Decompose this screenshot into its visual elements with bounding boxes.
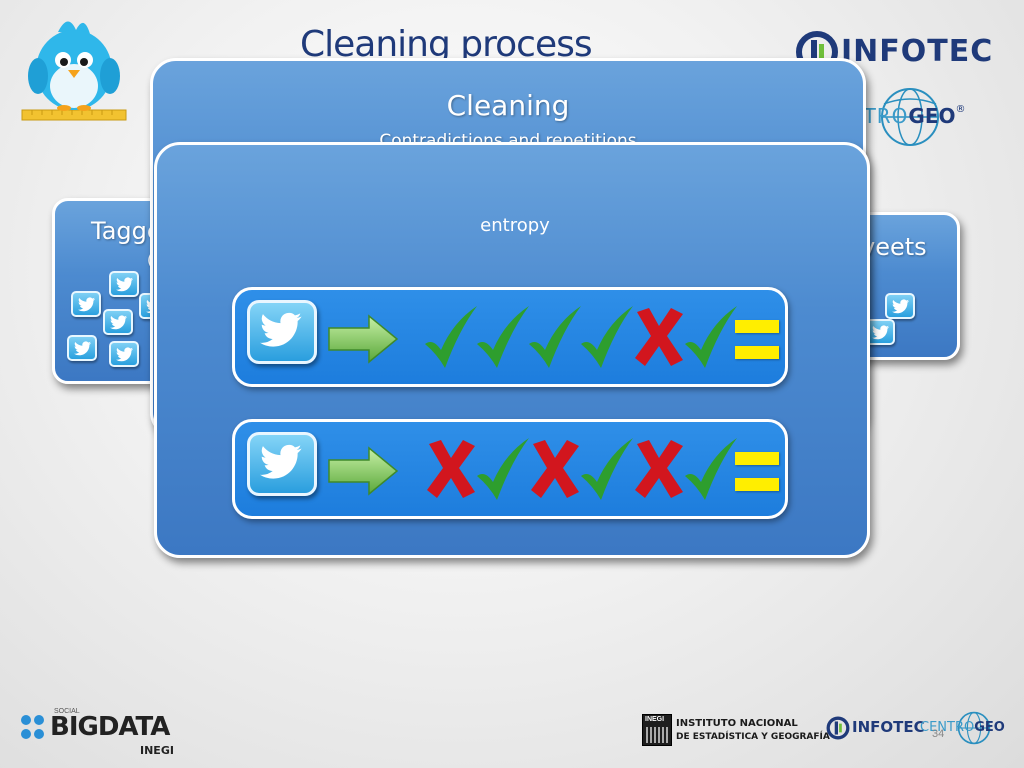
twitter-bird-icon: [247, 432, 317, 496]
cross-mark-icon: [427, 440, 475, 498]
check-mark-icon: [581, 438, 633, 500]
tagged-panel-subtitle: (: [147, 251, 153, 269]
cleaning-panel-title: Cleaning: [446, 89, 570, 122]
cross-mark-icon: [635, 440, 683, 498]
tagged-panel-title: Tagge: [91, 217, 162, 245]
centrogeo-footer-b: GEO: [974, 720, 1005, 735]
infotec-mark-icon: [826, 716, 850, 740]
validation-marks-row-2: [423, 436, 737, 506]
inegi-block-icon: INEGI: [642, 714, 672, 746]
tweet-icon: [109, 341, 139, 367]
tweet-icon: [67, 335, 97, 361]
check-mark-icon: [685, 438, 737, 500]
registered-mark: ®: [955, 104, 966, 115]
infotec-footer-logo: INFOTEC: [826, 714, 925, 744]
inegi-institute-logo: INEGI INSTITUTO NACIONAL DE ESTADÍSTICA …: [642, 714, 830, 748]
entropy-panel: entropy: [154, 142, 870, 558]
cross-mark-icon: [531, 440, 579, 498]
inegi-block-tag: INEGI: [645, 716, 665, 723]
centrogeo-footer-logo: CENTROGEO 34: [920, 706, 1016, 750]
bigdata-wordmark: BIGDATA: [50, 712, 170, 742]
centrogeo-wordmark-b: GEO: [908, 104, 956, 128]
inegi-line-2: DE ESTADÍSTICA Y GEOGRAFÍA: [676, 732, 830, 742]
entropy-label: entropy: [480, 215, 550, 236]
check-mark-icon: [529, 306, 581, 368]
check-mark-icon: [477, 438, 529, 500]
inegi-line-1: INSTITUTO NACIONAL: [676, 718, 798, 729]
twitter-bird-icon: [247, 300, 317, 364]
tweet-icon: [103, 309, 133, 335]
validation-marks-row-1: [423, 304, 737, 374]
tweet-icon: [109, 271, 139, 297]
mascot-bird-logo: [18, 12, 130, 124]
tweets-panel-title: veets: [861, 233, 927, 261]
check-mark-icon: [685, 306, 737, 368]
check-mark-icon: [581, 306, 633, 368]
centrogeo-footer-a: CENTRO: [920, 720, 975, 735]
infotec-wordmark: INFOTEC: [841, 34, 994, 69]
tweet-icon: [865, 319, 895, 345]
social-icons: [21, 715, 44, 739]
equals-icon: [735, 320, 779, 364]
tweet-icon: [71, 291, 101, 317]
cross-mark-icon: [635, 308, 683, 366]
bigdata-inegi-logo: SOCIAL BIGDATA INEGI: [20, 708, 180, 758]
entropy-row-2: [232, 419, 788, 519]
check-mark-icon: [477, 306, 529, 368]
infotec-footer-wordmark: INFOTEC: [852, 718, 925, 736]
bigdata-inegi-label: INEGI: [140, 744, 174, 757]
check-mark-icon: [425, 306, 477, 368]
infotec-logo: INFOTEC: [795, 30, 995, 76]
entropy-row-1: [232, 287, 788, 387]
arrow-right-icon: [328, 446, 399, 496]
equals-icon: [735, 452, 779, 496]
bigdata-social-label: SOCIAL: [54, 708, 80, 715]
globe-icon: [957, 711, 991, 745]
arrow-right-icon: [328, 314, 399, 364]
tweet-icon: [885, 293, 915, 319]
globe-icon: [881, 88, 939, 146]
page-number: 34: [932, 728, 945, 740]
